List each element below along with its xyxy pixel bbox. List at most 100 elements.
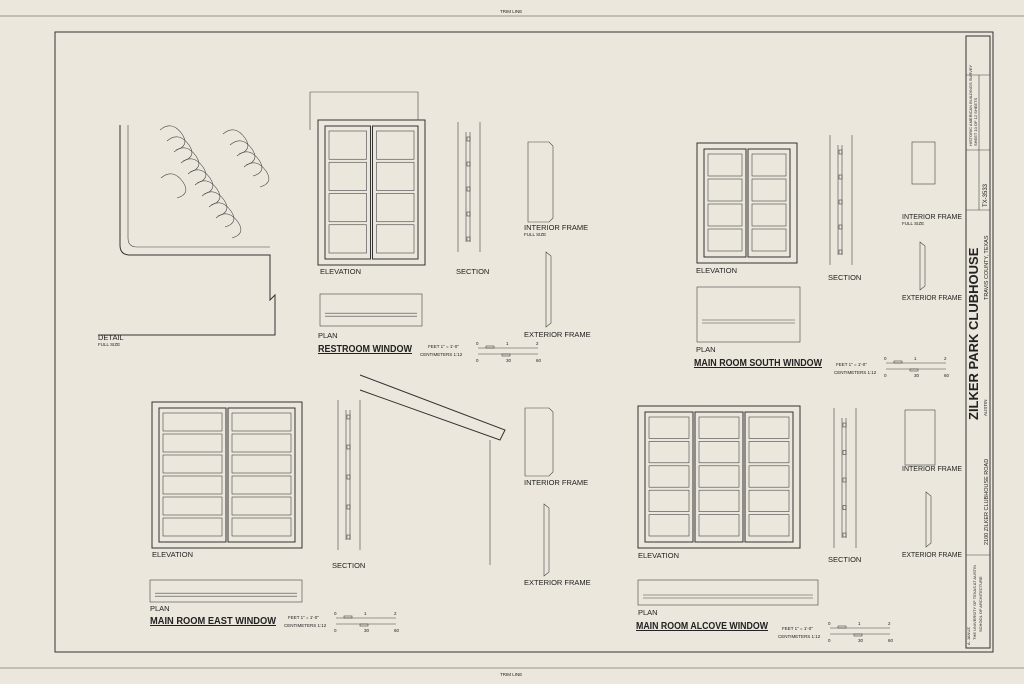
muntin <box>466 211 471 217</box>
window-pane <box>748 465 790 488</box>
scale-cm: CENTIMETERS 1:12 <box>834 370 877 375</box>
survey-number: TX-3533 <box>983 183 989 207</box>
plan-outline <box>149 579 303 603</box>
detail-woodgrain-hatch <box>187 169 214 195</box>
scale-tick-label: 1 <box>506 341 509 346</box>
window-pane <box>648 465 690 488</box>
muntin <box>842 532 847 538</box>
muntin <box>842 477 847 483</box>
muntin <box>842 505 847 510</box>
muntin <box>842 450 847 455</box>
restroom-interior-frame-sub: FULL SIZE <box>524 232 546 237</box>
window-pane <box>376 161 415 191</box>
window-frame <box>317 119 426 266</box>
window-sash <box>644 411 694 543</box>
delineator: A. JANUZ <box>966 627 971 645</box>
window-pane <box>648 514 690 537</box>
south-plan <box>696 286 801 343</box>
window-pane <box>748 416 790 439</box>
window-sash <box>703 148 747 258</box>
detail-label: DETAIL <box>98 333 124 342</box>
south-exterior-frame-label: EXTERIOR FRAME <box>902 293 962 302</box>
sheet-border <box>54 31 994 653</box>
scale-tick-label: 30 <box>914 373 920 378</box>
window-sash <box>744 411 794 543</box>
restroom-elevation <box>317 119 426 266</box>
window-pane <box>162 517 223 537</box>
city: AUSTIN <box>983 399 988 416</box>
south-title: MAIN ROOM SOUTH WINDOW <box>694 358 822 369</box>
restroom-title: RESTROOM WINDOW <box>318 344 413 355</box>
window-pane <box>698 489 740 512</box>
scale-tick-label: 0 <box>884 356 887 361</box>
window-pane <box>707 178 743 202</box>
plan-outline <box>696 286 801 343</box>
scale-tick-label: 30 <box>506 358 512 363</box>
alcove-elevation-label: ELEVATION <box>638 551 679 560</box>
restroom-section <box>457 122 481 252</box>
scale-tick-label: 0 <box>334 611 337 616</box>
scale-feet: FEET 1" = 1'-0" <box>836 362 867 367</box>
window-pane <box>751 153 787 177</box>
south-section <box>829 135 853 265</box>
county: TRAVIS COUNTY, TEXAS <box>984 235 990 300</box>
window-pane <box>376 130 415 160</box>
muntin <box>346 474 351 480</box>
scale-tick-label: 30 <box>858 638 864 643</box>
muntin <box>466 186 471 192</box>
detail-woodgrain-hatch <box>166 136 193 162</box>
detail-woodgrain-hatch <box>229 140 256 166</box>
scale-feet: FEET 1" = 1'-0" <box>782 626 813 631</box>
plan-outline <box>319 293 423 327</box>
south-interior-frame <box>911 141 936 185</box>
scale-block <box>343 615 353 619</box>
detail-woodgrain-hatch <box>201 191 228 217</box>
detail-drawing <box>98 125 276 336</box>
muntin <box>346 504 351 510</box>
restroom-elevation-label: ELEVATION <box>320 267 361 276</box>
window-pane <box>231 475 292 495</box>
trim-line-top: TRIM LINE <box>500 9 522 14</box>
detail-woodgrain-hatch <box>173 147 200 173</box>
alcove-exterior-frame-label: EXTERIOR FRAME <box>902 550 962 559</box>
detail-woodgrain-hatch <box>159 125 186 151</box>
window-pane <box>648 489 690 512</box>
scale-tick-label: 2 <box>944 356 947 361</box>
window-pane <box>328 130 367 160</box>
scale-cm: CENTIMETERS 1:12 <box>284 623 327 628</box>
detail-woodgrain-hatch <box>215 213 242 239</box>
muntin <box>346 534 351 540</box>
scale-south: FEET 1" = 1'-0" CENTIMETERS 1:12 <box>834 362 877 375</box>
south-plan-label: PLAN <box>696 345 716 354</box>
survey-name: HISTORIC AMERICAN BUILDINGS SURVEY <box>968 64 973 146</box>
south-section-label: SECTION <box>828 273 861 282</box>
window-pane <box>748 514 790 537</box>
scale-tick-label: 60 <box>536 358 542 363</box>
east-exterior-frame-label: EXTERIOR FRAME <box>524 578 591 587</box>
detail-woodgrain-hatch <box>194 180 221 206</box>
scale-cm: CENTIMETERS 1:12 <box>420 352 463 357</box>
restroom-interior-frame-label: INTERIOR FRAME <box>524 223 588 232</box>
muntin <box>842 422 847 428</box>
window-pane <box>748 489 790 512</box>
scale-tick-label: 0 <box>476 341 479 346</box>
window-pane <box>162 496 223 516</box>
detail-woodgrain-hatch <box>236 151 263 177</box>
muntin <box>838 249 843 255</box>
window-pane <box>698 465 740 488</box>
south-elevation-label: ELEVATION <box>696 266 737 275</box>
south-interior-frame-sub: FULL SIZE <box>902 221 924 226</box>
restroom-head-trim <box>309 91 419 130</box>
window-pane <box>328 224 367 254</box>
alcove-interior-frame <box>904 409 936 466</box>
window-frame <box>151 401 303 549</box>
muntin <box>838 174 843 180</box>
alcove-plan <box>637 579 819 606</box>
window-pane <box>707 203 743 227</box>
scale-block <box>909 368 919 372</box>
alcove-interior-frame-label: INTERIOR FRAME <box>902 464 962 473</box>
detail-profile <box>98 125 276 336</box>
detail-woodgrain-hatch <box>243 162 270 188</box>
alcove-title: MAIN ROOM ALCOVE WINDOW <box>636 621 768 632</box>
scale-tick-label: 0 <box>334 628 337 633</box>
